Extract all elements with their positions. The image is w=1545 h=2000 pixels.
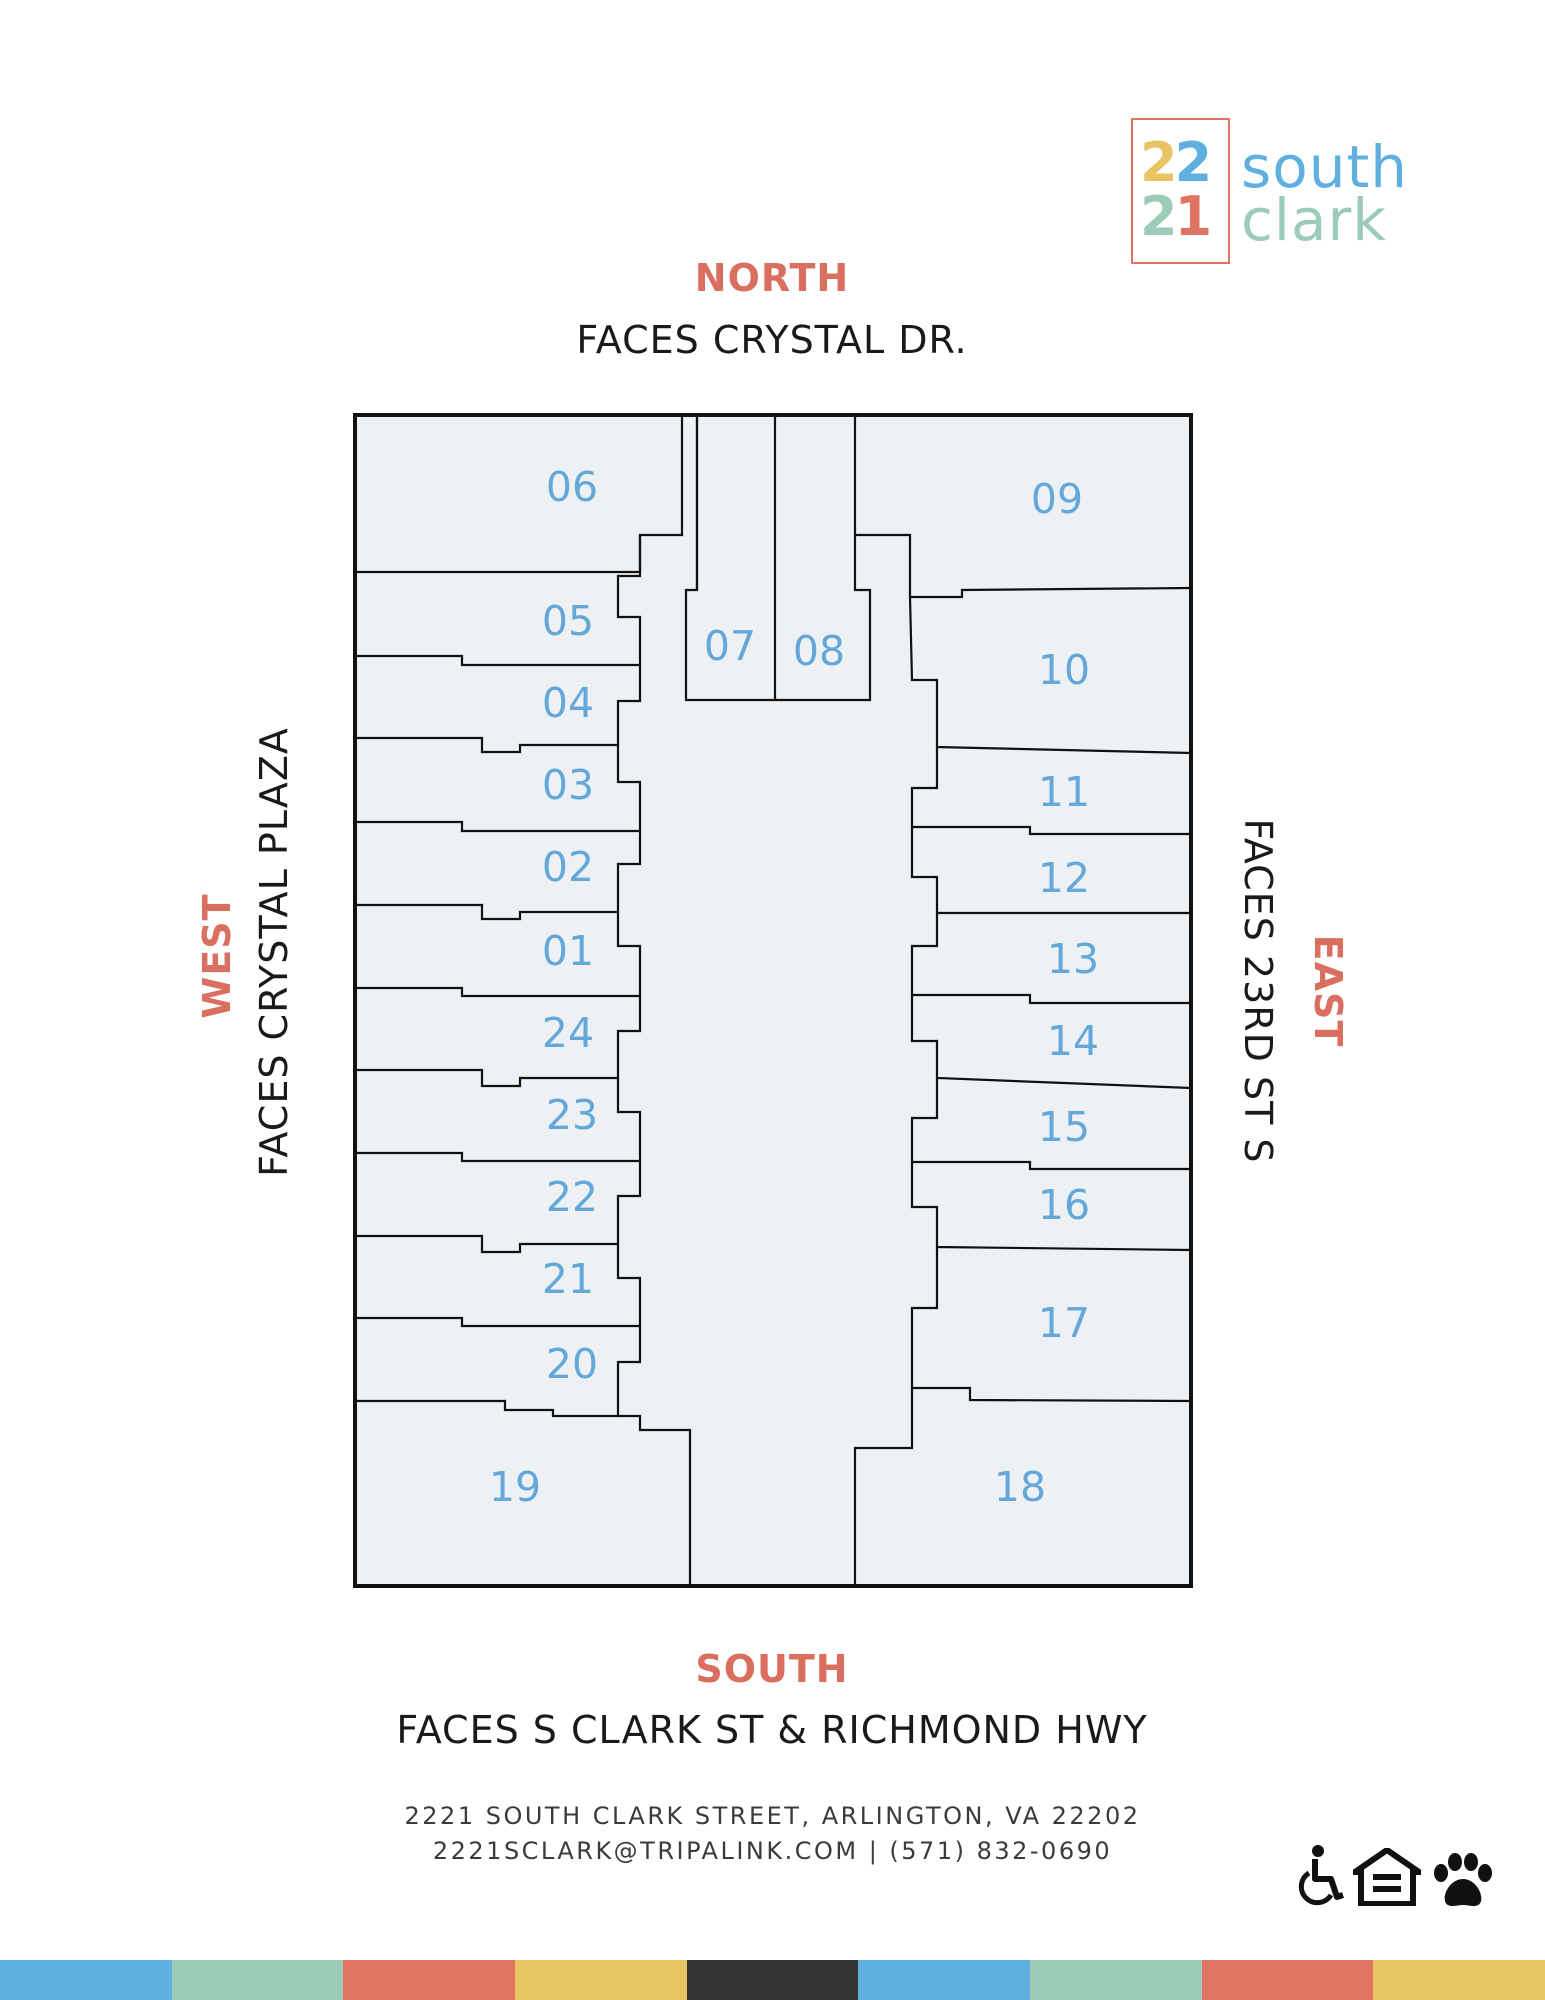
wall-18	[853, 1388, 914, 1586]
logo-word-bottom: clark	[1241, 186, 1387, 254]
wall-02	[355, 903, 618, 921]
unit-label-11[interactable]: 11	[1038, 768, 1090, 816]
wall-07-08	[684, 415, 872, 702]
wall-10	[908, 596, 1192, 755]
north-heading: NORTH	[694, 256, 850, 300]
unit-label-16[interactable]: 16	[1038, 1181, 1090, 1229]
color-stripe-2	[171, 1960, 344, 2000]
unit-label-08[interactable]: 08	[793, 627, 845, 675]
address-line: 2221 SOUTH CLARK STREET, ARLINGTON, VA 2…	[404, 1802, 1141, 1830]
unit-label-10[interactable]: 10	[1038, 646, 1090, 694]
unit-label-09[interactable]: 09	[1031, 475, 1083, 523]
wall-22	[355, 1234, 618, 1254]
equal-housing-icon	[1345, 1846, 1429, 1911]
unit-labels: 06 05 04 03 02 01 24 23 22 21 20 19 07 08 09 10 11 12 13 14…	[489, 463, 1099, 1511]
unit-label-18[interactable]: 18	[994, 1463, 1046, 1511]
unit-label-21[interactable]: 21	[542, 1255, 594, 1303]
unit-label-14[interactable]: 14	[1047, 1017, 1099, 1065]
pet-friendly-icon	[1431, 1853, 1495, 1914]
wall-05	[355, 654, 640, 667]
wall-12	[910, 827, 1191, 915]
color-stripe-7	[1030, 1960, 1202, 2000]
wall-23	[355, 1151, 640, 1163]
logo-number-bottom: 21	[1140, 190, 1212, 244]
south-heading: SOUTH	[695, 1647, 849, 1691]
color-stripe-4	[515, 1960, 687, 2000]
unit-label-23[interactable]: 23	[546, 1091, 598, 1139]
unit-label-24[interactable]: 24	[542, 1009, 594, 1057]
wall-20	[355, 1399, 618, 1418]
logo-digit-2: 2	[1174, 131, 1213, 194]
unit-label-06[interactable]: 06	[546, 463, 598, 511]
color-stripe-5	[686, 1960, 859, 2000]
logo-digit-1: 2	[1140, 131, 1178, 194]
unit-label-15[interactable]: 15	[1038, 1103, 1090, 1151]
unit-label-22[interactable]: 22	[546, 1173, 598, 1221]
contact-line[interactable]: 2221SCLARK@TRIPALINK.COM | (571) 832-069…	[432, 1837, 1113, 1865]
wall-03	[355, 820, 640, 833]
wall-01	[355, 986, 640, 998]
unit-label-07[interactable]: 07	[704, 622, 756, 670]
logo-frame	[1131, 118, 1230, 264]
color-stripe-8	[1201, 1960, 1374, 2000]
unit-label-13[interactable]: 13	[1047, 935, 1099, 983]
wall-14	[910, 995, 1192, 1090]
unit-label-05[interactable]: 05	[542, 597, 594, 645]
logo-digit-4: 1	[1174, 185, 1213, 248]
unit-walls	[355, 415, 1192, 1586]
unit-label-17[interactable]: 17	[1038, 1299, 1090, 1347]
south-faces-label: FACES S CLARK ST & RICHMOND HWY	[396, 1708, 1148, 1752]
unit-label-01[interactable]: 01	[542, 927, 594, 975]
unit-label-04[interactable]: 04	[542, 679, 594, 727]
color-stripe-3	[343, 1960, 516, 2000]
logo-number-top: 22	[1140, 136, 1212, 190]
logo-word-top: south	[1241, 133, 1408, 201]
wall-16	[910, 1162, 1192, 1252]
unit-label-12[interactable]: 12	[1038, 854, 1090, 902]
accessibility-icon	[1297, 1845, 1345, 1914]
color-stripe-9	[1373, 1960, 1545, 2000]
color-stripe-6	[858, 1960, 1031, 2000]
unit-label-19[interactable]: 19	[489, 1463, 541, 1511]
logo-digit-3: 2	[1140, 185, 1178, 248]
wall-24	[355, 1068, 618, 1088]
north-faces-label: FACES CRYSTAL DR.	[576, 318, 968, 362]
color-stripe-bar	[0, 1960, 1545, 2000]
unit-label-20[interactable]: 20	[546, 1340, 598, 1388]
building-outline	[353, 413, 1193, 1588]
wall-21	[355, 1316, 640, 1328]
color-stripe-1	[0, 1960, 172, 2000]
wall-04	[355, 736, 618, 754]
west-corridor-wall	[616, 535, 692, 1586]
wall-09	[855, 533, 1192, 599]
unit-label-02[interactable]: 02	[542, 843, 594, 891]
unit-label-03[interactable]: 03	[542, 761, 594, 809]
